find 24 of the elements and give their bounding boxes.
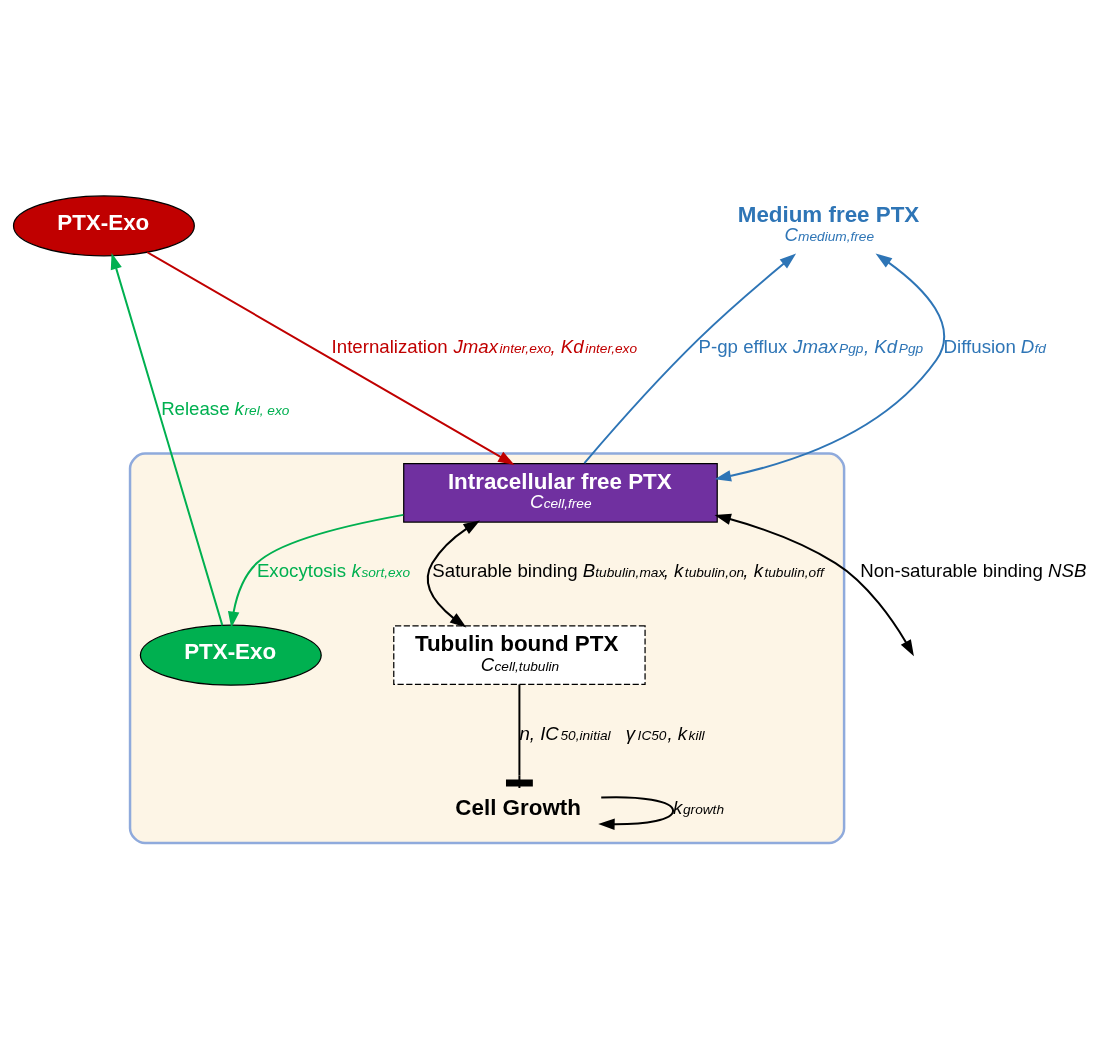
edge-label: Internalization Jmaxinter,exo, Kdinter,exo xyxy=(331,335,638,357)
arrow xyxy=(426,520,480,627)
edge-label: Exocytosis ksort,exo xyxy=(256,559,411,581)
node-ellipse: PTX-Exo xyxy=(12,194,195,256)
node-ellipse: PTX-Exo xyxy=(139,624,322,686)
arrow xyxy=(714,513,914,656)
node-text: Medium free PTX Cmedium,free xyxy=(737,201,920,245)
connector xyxy=(506,683,533,789)
edge-label: n, IC50,initial γIC50, kkill xyxy=(519,722,705,744)
arrow xyxy=(714,253,946,481)
edge-label: Release krel, exo xyxy=(161,397,290,419)
arrow xyxy=(598,795,675,830)
edge-label: Non-saturable binding NSB xyxy=(860,559,1087,581)
edge-label: Saturable binding Btubulin,max, ktubulin,on, ktubulin,off xyxy=(432,559,824,581)
edge-label: kgrowth xyxy=(673,796,725,818)
arrow xyxy=(110,252,224,626)
arrow xyxy=(583,253,797,464)
edge-label: P-gp efflux JmaxPgp, KdPgp xyxy=(698,335,924,357)
arrow xyxy=(146,250,515,465)
node-text: Cell Growth xyxy=(455,794,581,820)
node-box: Tubulin bound PTX Ccell,tubulin xyxy=(393,624,646,685)
node-box: Intracellular free PTX Ccell,free xyxy=(403,462,718,523)
edge-label: Diffusion Dfd xyxy=(943,335,1046,357)
arrow xyxy=(227,513,405,628)
